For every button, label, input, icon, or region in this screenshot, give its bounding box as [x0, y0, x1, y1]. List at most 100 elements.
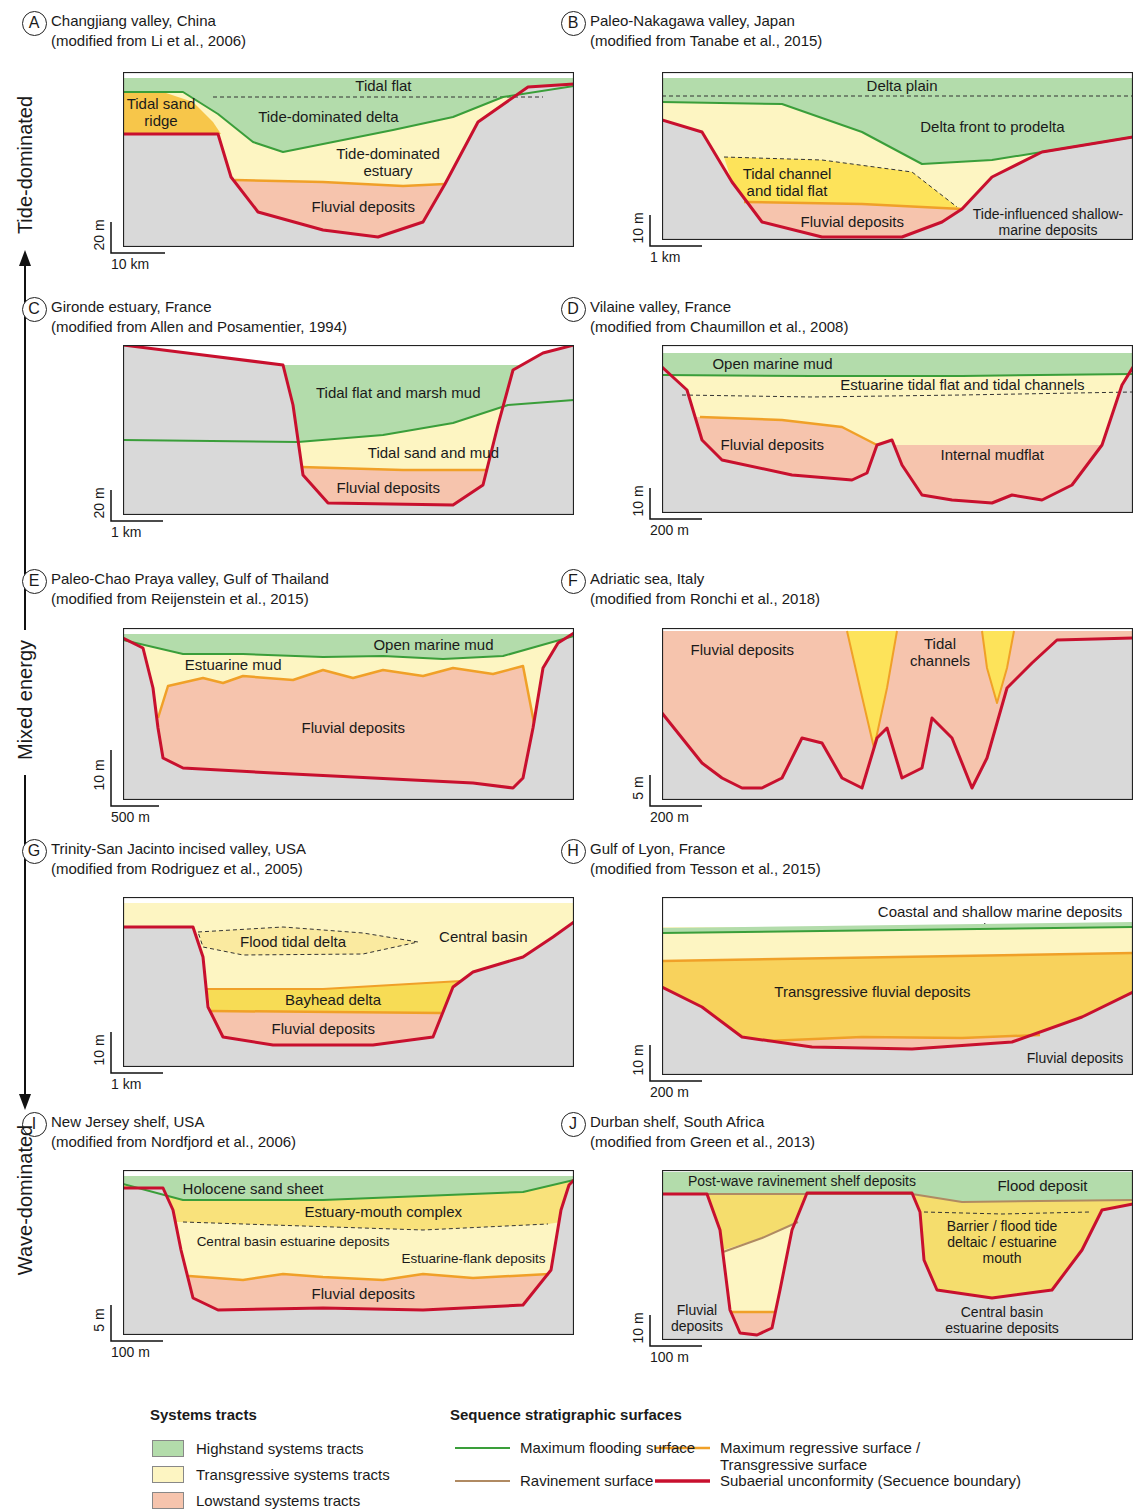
- deposit-region: Estuarine-flank deposits: [400, 1251, 547, 1267]
- deposit-region: Estuarine mud: [184, 656, 283, 673]
- panel-title: Trinity-San Jacinto incised valley, USA: [51, 840, 306, 857]
- region-label: Fluvial deposits: [300, 719, 406, 736]
- section-panel: Trinity-San Jacinto incised valley, USA(…: [123, 897, 574, 1067]
- scale-label: 1 km: [650, 249, 680, 265]
- deposit-region: Fluvial deposits: [270, 1020, 376, 1037]
- legend-text: Maximum flooding surface: [520, 1439, 695, 1456]
- leader-label: Coastal and shallow marine deposits: [878, 903, 1122, 920]
- basement-fill: [662, 638, 1133, 800]
- surface-line: [982, 631, 1014, 703]
- surface-line: [662, 367, 1133, 503]
- region-label: Tide-dominated delta: [257, 108, 400, 125]
- region-label: Tidal flat and marsh mud: [315, 384, 482, 401]
- leader-label: Fluvial deposits: [668, 1302, 726, 1334]
- region-label: Open marine mud: [372, 636, 495, 653]
- panel-title: Gironde estuary, France: [51, 298, 212, 315]
- deposit-region: Post-wave ravinement shelf deposits: [687, 1173, 917, 1189]
- region-label: Estuarine tidal flat and tidal channels: [839, 376, 1086, 393]
- legend-text: Maximum regressive surface / Transgressi…: [720, 1439, 960, 1474]
- cross-section: [123, 628, 574, 800]
- surface-line: [207, 981, 461, 989]
- scale-label: 10 m: [630, 1044, 646, 1075]
- section-panel: Adriatic sea, Italy(modified from Ronchi…: [662, 628, 1133, 800]
- region-label: Fluvial deposits: [335, 479, 441, 496]
- panel-letter-circle: F: [561, 569, 586, 594]
- basement-fill: [123, 345, 574, 515]
- deposit-region: Tidal flat: [354, 77, 413, 94]
- legend-heading: Sequence stratigraphic surfaces: [450, 1406, 682, 1423]
- section-panel: Vilaine valley, France(modified from Cha…: [662, 345, 1133, 513]
- panel-title: Changjiang valley, China: [51, 12, 216, 29]
- scale-label: 1 km: [111, 524, 141, 540]
- surface-line: [123, 1180, 574, 1310]
- section-panel: Durban shelf, South Africa(modified from…: [662, 1170, 1133, 1340]
- deposit-region: Fluvial deposits: [310, 1285, 416, 1302]
- panel-frame: [124, 629, 574, 800]
- deposit-region: Tidal sand and mud: [366, 444, 500, 461]
- panel-letter-circle: D: [561, 297, 586, 322]
- deposit-region: Fluvial deposits: [310, 198, 416, 215]
- deposit-fill: [662, 78, 1133, 240]
- deposit-fill: [662, 953, 1133, 1075]
- region-label: Estuarine mud: [184, 656, 283, 673]
- panel-title: (modified from Nordfjord et al., 2006): [51, 1133, 296, 1150]
- panel-title: (modified from Tanabe et al., 2015): [590, 32, 822, 49]
- deposit-region: Central basin estuarine deposits: [196, 1234, 391, 1250]
- deposit-region: Delta front to prodelta: [919, 118, 1066, 135]
- scale-label: 100 m: [111, 1344, 150, 1360]
- surface-line: [235, 180, 445, 186]
- legend-line-sample: [455, 1480, 510, 1482]
- deposit-region: Fluvial deposits: [719, 436, 825, 453]
- panel-frame: [124, 1171, 574, 1335]
- surface-line: [123, 84, 574, 237]
- region-label: Fluvial deposits: [719, 436, 825, 453]
- leader-label: Central basin estuarine deposits: [940, 1304, 1065, 1336]
- panel-frame: [663, 898, 1133, 1075]
- region-label: Estuary-mouth complex: [303, 1203, 463, 1220]
- scale-label: 20 m: [91, 487, 107, 518]
- deposit-region: Estuary-mouth complex: [303, 1203, 463, 1220]
- surface-line: [662, 1194, 1133, 1202]
- surface-line: [730, 1311, 776, 1314]
- scale-label: 500 m: [111, 809, 150, 825]
- surface-line: [744, 202, 962, 209]
- deposit-region: Fluvial deposits: [300, 719, 406, 736]
- axis-arrow-line: [24, 775, 26, 1098]
- panel-title: (modified from Tesson et al., 2015): [590, 860, 821, 877]
- surface-line: [211, 1011, 441, 1013]
- panel-title: Paleo-Nakagawa valley, Japan: [590, 12, 795, 29]
- surface-line: [123, 345, 574, 505]
- panel-frame: [663, 73, 1133, 240]
- deposit-fill: [123, 634, 574, 800]
- deposit-region: Fluvial deposits: [799, 213, 905, 230]
- panel-letter: B: [568, 14, 579, 32]
- basement-fill: [662, 1193, 1133, 1340]
- scale-label: 10 km: [111, 256, 149, 272]
- scale-label: 5 m: [91, 1308, 107, 1331]
- deposit-fill: [662, 922, 1133, 933]
- deposit-fill: [724, 157, 962, 209]
- surface-line: [662, 102, 1133, 164]
- cross-section: [662, 1170, 1133, 1340]
- scale-label: 10 m: [91, 759, 107, 790]
- surface-line: [123, 400, 574, 442]
- panel-letter: G: [28, 842, 40, 860]
- surface-line: [662, 927, 1133, 933]
- deposit-region: Bayhead delta: [284, 991, 382, 1008]
- panel-letter-circle: C: [22, 297, 47, 322]
- deposit-region: Tide-dominated estuary: [322, 145, 454, 180]
- surface-line: [662, 1193, 1133, 1335]
- region-label: Fluvial deposits: [689, 641, 795, 658]
- deposit-region: Delta plain: [866, 77, 939, 94]
- panel-title: Durban shelf, South Africa: [590, 1113, 764, 1130]
- deposit-fill: [123, 634, 574, 659]
- section-panel: Gulf of Lyon, France(modified from Tesso…: [662, 897, 1133, 1075]
- surface-line: [301, 467, 488, 470]
- region-label: Tidal sand and mud: [366, 444, 500, 461]
- deposit-region: Tidal flat and marsh mud: [315, 384, 482, 401]
- region-label: Tidal sand ridge: [122, 95, 200, 130]
- scale-label: 10 m: [630, 1312, 646, 1343]
- panel-title: New Jersey shelf, USA: [51, 1113, 204, 1130]
- deposit-fill: [662, 927, 1133, 1075]
- deposit-fill: [847, 631, 897, 748]
